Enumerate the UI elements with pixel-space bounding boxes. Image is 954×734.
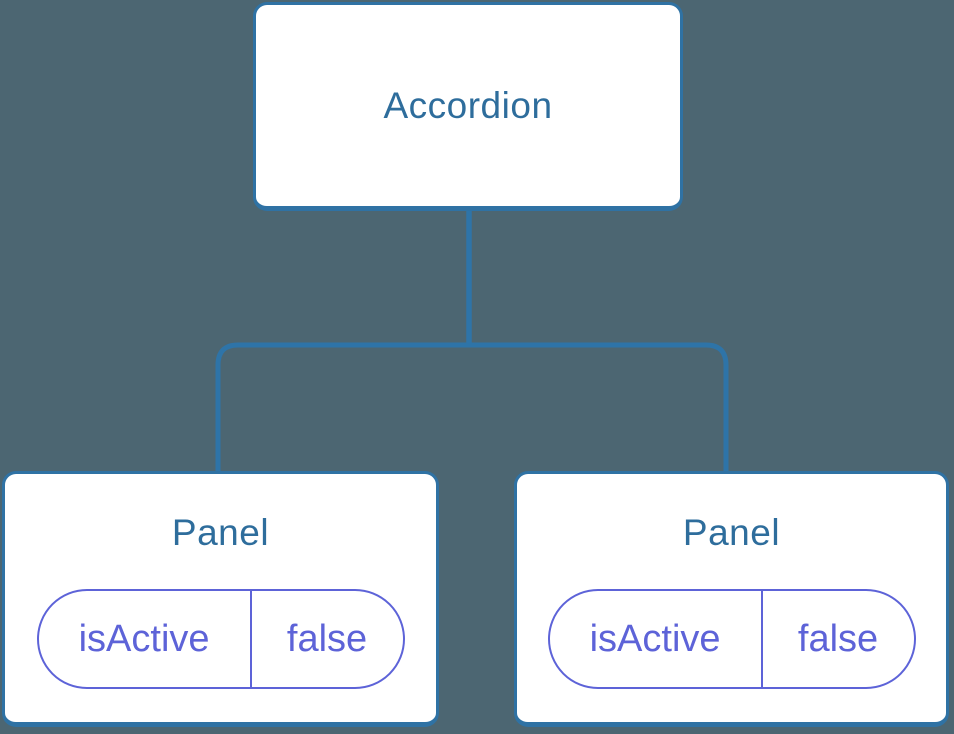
panel-node-right: Panel isActive false bbox=[514, 471, 949, 727]
state-value: false bbox=[286, 617, 368, 660]
state-key: isActive bbox=[550, 591, 763, 687]
state-key: isActive bbox=[39, 591, 252, 687]
panel-node-label: Panel bbox=[682, 512, 781, 553]
branch-connector-line bbox=[215, 342, 729, 473]
panel-node-label: Panel bbox=[171, 512, 270, 553]
panel-node-left: Panel isActive false bbox=[2, 471, 439, 727]
accordion-node: Accordion bbox=[253, 2, 683, 211]
state-pill: isActive false bbox=[36, 589, 405, 689]
state-pill: isActive false bbox=[547, 589, 916, 689]
state-value: false bbox=[797, 617, 879, 660]
accordion-node-label: Accordion bbox=[383, 84, 553, 126]
